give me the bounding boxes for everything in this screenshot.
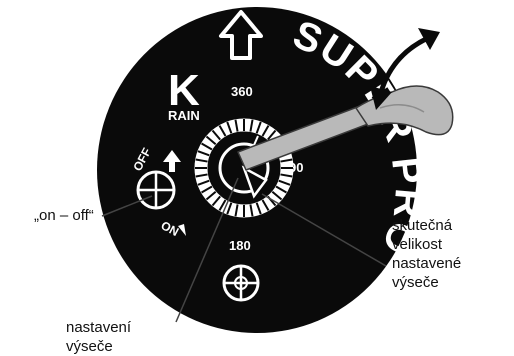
callout-actual-line: skutečná [392,216,461,235]
brand-word: RAIN [168,108,200,123]
callout-setting-line: výseče [66,337,131,356]
bottom-crosshair-icon [224,266,258,300]
callout-actual-line: nastavené [392,254,461,273]
callout-actual-arc: skutečná velikost nastavené výseče [392,216,461,292]
callout-actual-line: velikost [392,235,461,254]
callout-actual-line: výseče [392,273,461,292]
scale-label-360: 360 [231,84,253,99]
callout-arc-setting: nastavení výseče [66,318,131,356]
circle-crosshair-icon [138,172,174,208]
callout-on-off: „on – off“ [34,206,94,225]
scale-label-180: 180 [229,238,251,253]
callout-setting-line: nastavení [66,318,131,337]
